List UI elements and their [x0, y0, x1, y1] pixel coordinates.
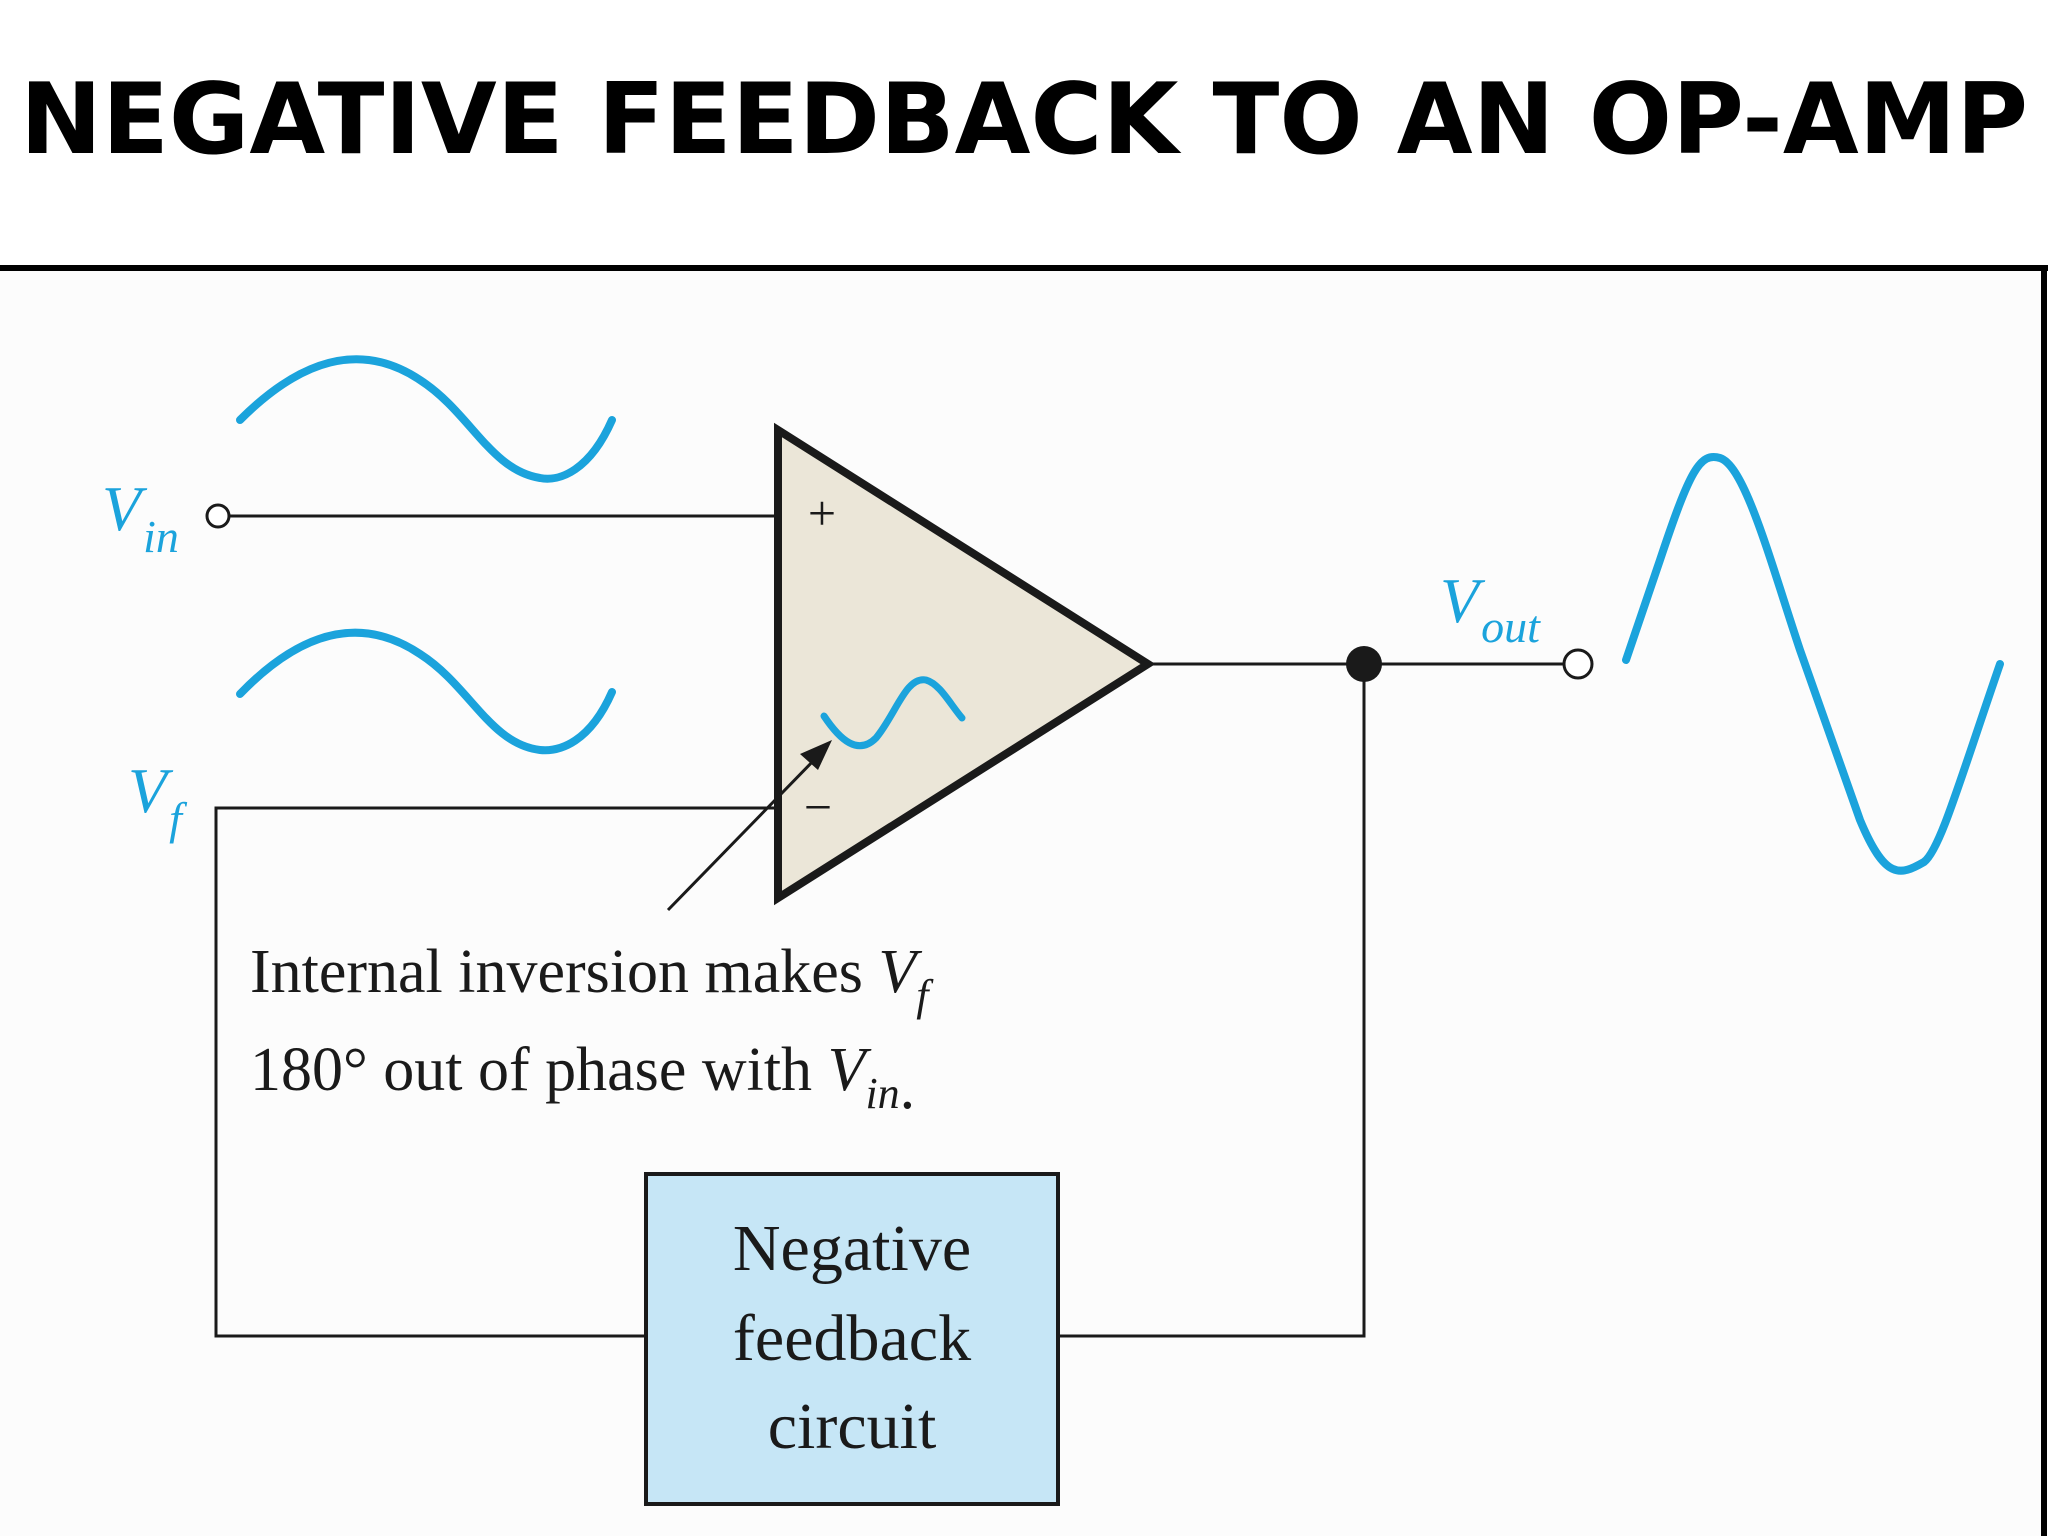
- opamp-triangle: [774, 422, 1156, 906]
- annotation-arrowhead: [800, 740, 832, 770]
- feedback-return-wire: [1056, 664, 1366, 1338]
- feedback-box-line-2: feedback: [733, 1302, 971, 1375]
- plus-input-sign: +: [808, 485, 836, 541]
- minus-input-sign: −: [804, 779, 832, 835]
- vin-terminal[interactable]: [205, 503, 231, 529]
- vin-label: Vin: [102, 473, 179, 562]
- annotation-arrow-line: [666, 754, 820, 912]
- feedback-box-line-3: circuit: [768, 1390, 937, 1463]
- feedback-loop-wire: [214, 806, 778, 1338]
- vf-waveform: [236, 628, 616, 755]
- vout-waveform: [1622, 453, 2004, 875]
- slide-title: NEGATIVE FEEDBACK TO AN OP-AMP: [19, 63, 2029, 177]
- annotation-line-2: 180° out of phase with Vin.: [250, 1036, 915, 1122]
- vout-label: Vout: [1440, 565, 1541, 652]
- feedback-circuit-box[interactable]: [644, 1172, 1060, 1506]
- output-junction-dot: [1346, 646, 1382, 682]
- feedback-box-line-1: Negative: [733, 1212, 971, 1285]
- annotation-line-1: Internal inversion makes Vf: [250, 938, 934, 1020]
- inverted-internal-waveform: [820, 676, 966, 750]
- vout-terminal[interactable]: [1562, 648, 1594, 680]
- vin-waveform: [236, 355, 616, 483]
